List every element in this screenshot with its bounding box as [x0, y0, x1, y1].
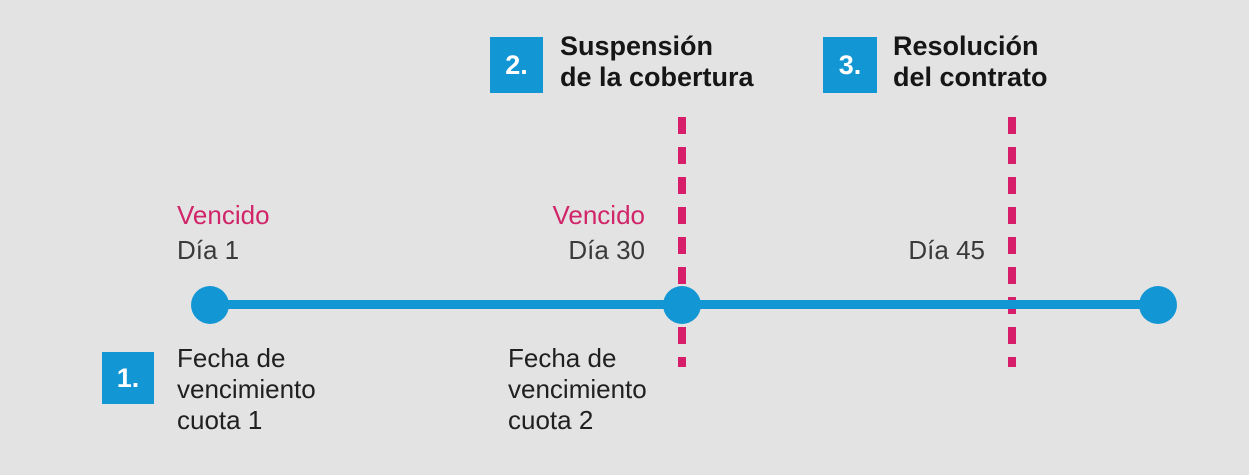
cuota-2-label: Fecha de vencimiento cuota 2 [508, 343, 647, 435]
step-2-badge: 2. [490, 37, 543, 93]
day1-label: Día 1 [177, 235, 240, 265]
day30-label: Día 30 [568, 235, 645, 265]
suspension-dashed-line [678, 117, 686, 367]
step-3-badge: 3. [823, 37, 877, 93]
timeline-dot-end [1139, 286, 1177, 324]
step-1-badge: 1. [102, 352, 154, 404]
timeline-dot-day30 [663, 286, 701, 324]
day1-marker: Vencido Día 1 [177, 198, 270, 268]
step-3-title: Resolución del contrato [893, 31, 1048, 92]
timeline-dot-day1 [191, 286, 229, 324]
step-1-label: Fecha de vencimiento cuota 1 [177, 343, 316, 435]
step-2-title: Suspensión de la cobertura [560, 31, 754, 92]
day30-marker: Vencido Día 30 [425, 198, 645, 268]
day45-label: Día 45 [908, 235, 985, 265]
day45-marker: Día 45 [810, 233, 985, 268]
day1-status-label: Vencido [177, 200, 270, 230]
day30-status-label: Vencido [552, 200, 645, 230]
resolution-dashed-line [1008, 117, 1016, 367]
